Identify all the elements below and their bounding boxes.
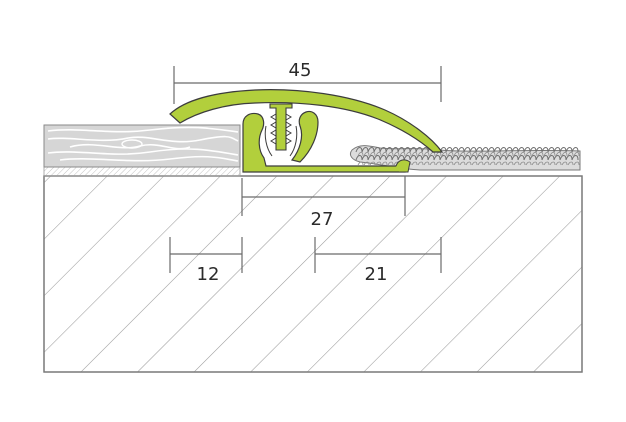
wood-floor [43,124,241,168]
underlay-strip [43,166,241,177]
dimension-base-width [241,176,406,216]
dimension-label-left-height: 12 [197,264,220,285]
substrate-slab [43,175,583,373]
dimension-label-right-height: 21 [365,264,388,285]
dimension-left-height [169,237,243,273]
dimension-right-height [314,237,442,273]
dimension-label-overall-width: 45 [289,60,312,81]
transition-profile [169,89,444,173]
dimension-overall-width [173,66,442,104]
dimension-label-base-width: 27 [311,209,334,230]
